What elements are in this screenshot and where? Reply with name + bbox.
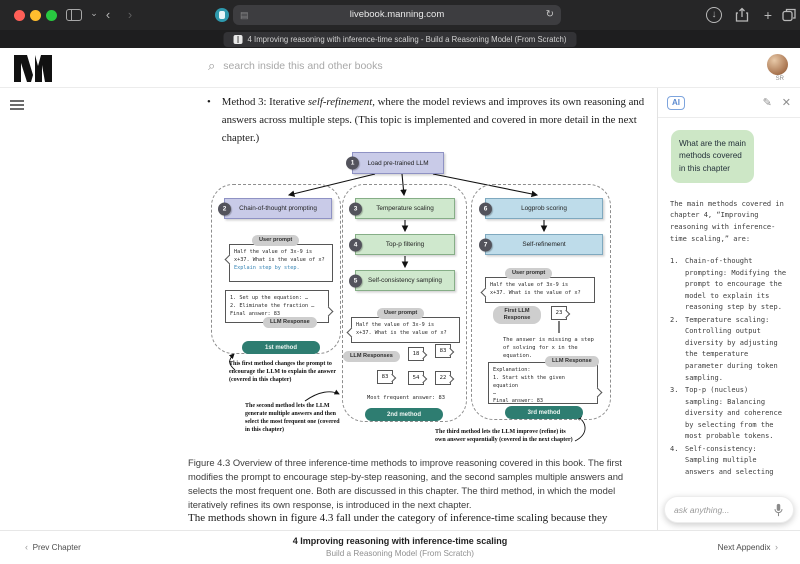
ai-answer-item: Temperature scaling: Controlling output … (670, 315, 778, 382)
llm-response-label: LLM Response (545, 356, 599, 367)
user-prompt-label: User prompt (252, 235, 300, 246)
answer-chip: 18 (408, 347, 424, 361)
avatar-initials: SR (775, 76, 784, 82)
microphone-icon[interactable] (773, 503, 784, 517)
flow-box-self-consistency: 5 Self-consistency sampling (349, 270, 455, 291)
browser-toolbar: ⌄ ‹ › ▤ livebook.manning.com ↻ ↓ + (0, 0, 800, 30)
ai-answer-item: Chain-of-thought prompting: Modifying th… (670, 256, 787, 312)
user-question-bubble: What are the main methods covered in thi… (671, 130, 754, 183)
body-paragraph: The methods shown in figure 4.3 fall und… (188, 512, 608, 524)
step-number-badge: 5 (349, 274, 362, 287)
method3-bullet: • Method 3: Iterative self-refinement, w… (207, 93, 645, 147)
tab-overview-icon[interactable] (781, 7, 797, 23)
chat-input[interactable] (674, 504, 773, 515)
browser-chrome: ⌄ ‹ › ▤ livebook.manning.com ↻ ↓ + 4 Imp… (0, 0, 800, 48)
method2-pill: 2nd method (365, 408, 443, 421)
ai-answer-item: Top-p (nucleus) sampling: Balancing dive… (670, 385, 782, 441)
chat-header: AI ✎ ✕ (658, 88, 800, 118)
step-number-badge: 6 (479, 202, 492, 215)
method1-pill: 1st method (242, 341, 320, 354)
url-bar[interactable]: ▤ livebook.manning.com ↻ (233, 5, 561, 25)
flow-box-self-refinement: 7 Self-refinement (479, 234, 603, 255)
search-icon: ⌕ (208, 58, 216, 73)
close-window-button[interactable] (14, 10, 25, 21)
ai-chat-panel: AI ✎ ✕ What are the main methods covered… (657, 88, 800, 530)
menu-icon[interactable] (10, 100, 24, 110)
chapter-footer: ‹ Prev Chapter 4 Improving reasoning wit… (0, 530, 800, 564)
share-icon[interactable] (734, 7, 750, 23)
flow-box-cot: 2 Chain-of-thought prompting (218, 198, 332, 219)
forward-button[interactable]: › (127, 7, 133, 22)
refine-prompt-bubble: Half the value of 3x-9 is x+37. What is … (485, 277, 595, 303)
refine-response-bubble: Explanation: 1. Start with the given equ… (488, 362, 598, 404)
next-appendix-button[interactable]: Next Appendix › (717, 542, 778, 552)
footer-book-title: Build a Reasoning Model (From Scratch) (326, 549, 474, 558)
app-header: ⌕ SR (0, 48, 800, 88)
user-prompt-label: User prompt (505, 268, 553, 279)
manning-logo[interactable] (14, 55, 52, 82)
footer-chapter-title: 4 Improving reasoning with inference-tim… (292, 536, 508, 546)
llm-responses-label: LLM Responses (343, 351, 400, 362)
avatar[interactable] (767, 54, 788, 75)
method3-pill: 3rd method (505, 406, 583, 419)
tab-title: 4 Improving reasoning with inference-tim… (247, 35, 567, 44)
user-prompt-label: User prompt (377, 308, 425, 319)
prev-chapter-button[interactable]: ‹ Prev Chapter (25, 542, 81, 552)
step-number-badge: 4 (349, 238, 362, 251)
search-bar: ⌕ (208, 58, 524, 74)
active-tab[interactable]: 4 Improving reasoning with inference-tim… (223, 32, 577, 47)
ai-answer-item: Self-consistency: Sampling multiple answ… (670, 444, 774, 476)
most-frequent-text: Most frequent answer: 83 (367, 395, 445, 401)
ai-badge: AI (667, 95, 685, 110)
first-answer-chip: 23 (551, 306, 567, 320)
chevron-down-icon[interactable]: ⌄ (90, 8, 98, 18)
flow-box-top-p: 4 Top-p filtering (349, 234, 455, 255)
step-number-badge: 1 (346, 156, 359, 170)
close-icon[interactable]: ✕ (781, 97, 791, 109)
method3-text: Method 3: Iterative self-refinement, whe… (221, 96, 645, 145)
answer-chip: 54 (408, 371, 424, 385)
method2-group (342, 184, 467, 422)
back-button[interactable]: ‹ (105, 7, 111, 22)
step-number-badge: 7 (479, 238, 492, 251)
method1-annotation: This first method changes the prompt to … (229, 361, 336, 384)
flow-box-temperature: 3 Temperature scaling (349, 198, 455, 219)
method2-annotation: The second method lets the LLM generate … (245, 403, 340, 434)
search-input[interactable] (223, 60, 524, 72)
book-favicon-icon (233, 35, 243, 44)
chevron-right-icon: › (775, 542, 778, 552)
zoom-window-button[interactable] (46, 10, 57, 21)
chevron-left-icon: ‹ (25, 542, 28, 552)
method3-annotation: The third method lets the LLM improve (r… (435, 429, 573, 444)
tab-bar: 4 Improving reasoning with inference-tim… (0, 30, 800, 48)
reload-icon[interactable]: ↻ (545, 9, 554, 20)
sampling-prompt-bubble: Half the value of 3x-9 is x+37. What is … (351, 317, 460, 343)
new-tab-button[interactable]: + (763, 7, 773, 23)
answer-chip: 83 (435, 344, 451, 358)
step-number-badge: 2 (218, 202, 231, 215)
reader-icon[interactable]: ▤ (240, 10, 249, 20)
method3-group (471, 184, 611, 420)
first-llm-response-label: First LLM Response (493, 306, 541, 324)
flow-box-load-llm: 1 Load pre-trained LLM (346, 152, 444, 174)
ai-answer-intro: The main methods covered in chapter 4, “… (670, 199, 784, 243)
extension-icon[interactable] (215, 8, 229, 22)
downloads-icon[interactable]: ↓ (706, 7, 722, 23)
minimize-window-button[interactable] (30, 10, 41, 21)
url-text: livebook.manning.com (349, 9, 445, 20)
flow-box-logprob: 6 Logprob scoring (479, 198, 603, 219)
step-number-badge: 3 (349, 202, 362, 215)
answer-chip: 22 (435, 371, 451, 385)
edit-icon[interactable]: ✎ (762, 97, 772, 109)
refine-feedback-text: The answer is missing a step of solving … (503, 337, 594, 360)
sidebar-toggle-icon[interactable] (66, 9, 82, 21)
llm-response-label: LLM Response (263, 317, 317, 328)
ai-answer: The main methods covered in chapter 4, “… (658, 193, 800, 479)
bullet-dot: • (207, 96, 211, 108)
cot-prompt-bubble: Half the value of 3x-9 is x+37. What is … (229, 244, 333, 282)
chat-input-container (664, 496, 794, 523)
figure-caption: Figure 4.3 Overview of three inference-t… (188, 457, 624, 511)
answer-chip: 83 (377, 370, 393, 384)
figure-4-3-diagram: 1 Load pre-trained LLM 2 Chain-of-though… (205, 148, 617, 456)
